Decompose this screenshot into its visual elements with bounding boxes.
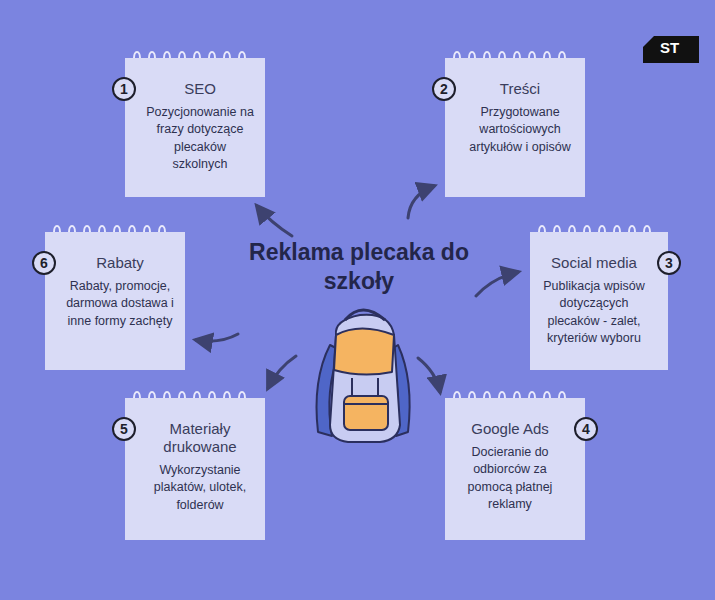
note-card: 3Social mediaPublikacja wpisów dotyczący…: [530, 232, 668, 370]
callout-number: 5: [112, 417, 136, 441]
card-body: Rabaty, promocje, darmowa dostawa i inne…: [65, 278, 175, 330]
card-heading: Google Ads: [471, 420, 549, 438]
callout-number: 1: [112, 77, 136, 101]
arrow: [196, 334, 238, 341]
card-heading: Social media: [551, 254, 637, 272]
note-card: 2TreściPrzygotowane wartościowych artyku…: [445, 58, 585, 197]
card-body: Docieranie do odbiorców za pomocą płatne…: [455, 444, 565, 513]
card-heading: SEO: [184, 80, 216, 98]
note-card: 1SEOPozycjonowanie na frazy dotyczące pl…: [125, 58, 265, 197]
logo-text: ST: [660, 39, 679, 56]
card-heading: Treści: [500, 80, 540, 98]
arrow: [268, 356, 296, 388]
arrow: [418, 358, 440, 392]
note-card: 4Google AdsDocieranie do odbiorców za po…: [445, 398, 585, 540]
card-body: Wykorzystanie plakatów, ulotek, folderów: [145, 462, 255, 514]
arrow: [408, 186, 434, 218]
card-heading: Rabaty: [96, 254, 144, 272]
arrow: [476, 272, 518, 296]
callout-number: 2: [432, 77, 456, 101]
card-body: Publikacja wpisów dotyczących plecaków -…: [540, 278, 648, 347]
note-card: 6RabatyRabaty, promocje, darmowa dostawa…: [45, 232, 185, 370]
logo-shape: [643, 36, 699, 63]
callout-number: 6: [32, 251, 56, 275]
note-card: 5Materiały drukowaneWykorzystanie plakat…: [125, 398, 265, 540]
backpack-illustration: [317, 310, 410, 442]
diagram-title: Reklama plecaka do szkoły: [248, 238, 470, 296]
card-body: Pozycjonowanie na frazy dotyczące plecak…: [145, 104, 255, 173]
arrow: [257, 206, 292, 236]
callout-number: 3: [657, 251, 681, 275]
card-heading: Materiały drukowane: [145, 420, 255, 456]
card-body: Przygotowane wartościowych artykułów i o…: [465, 104, 575, 156]
callout-number: 4: [574, 417, 598, 441]
